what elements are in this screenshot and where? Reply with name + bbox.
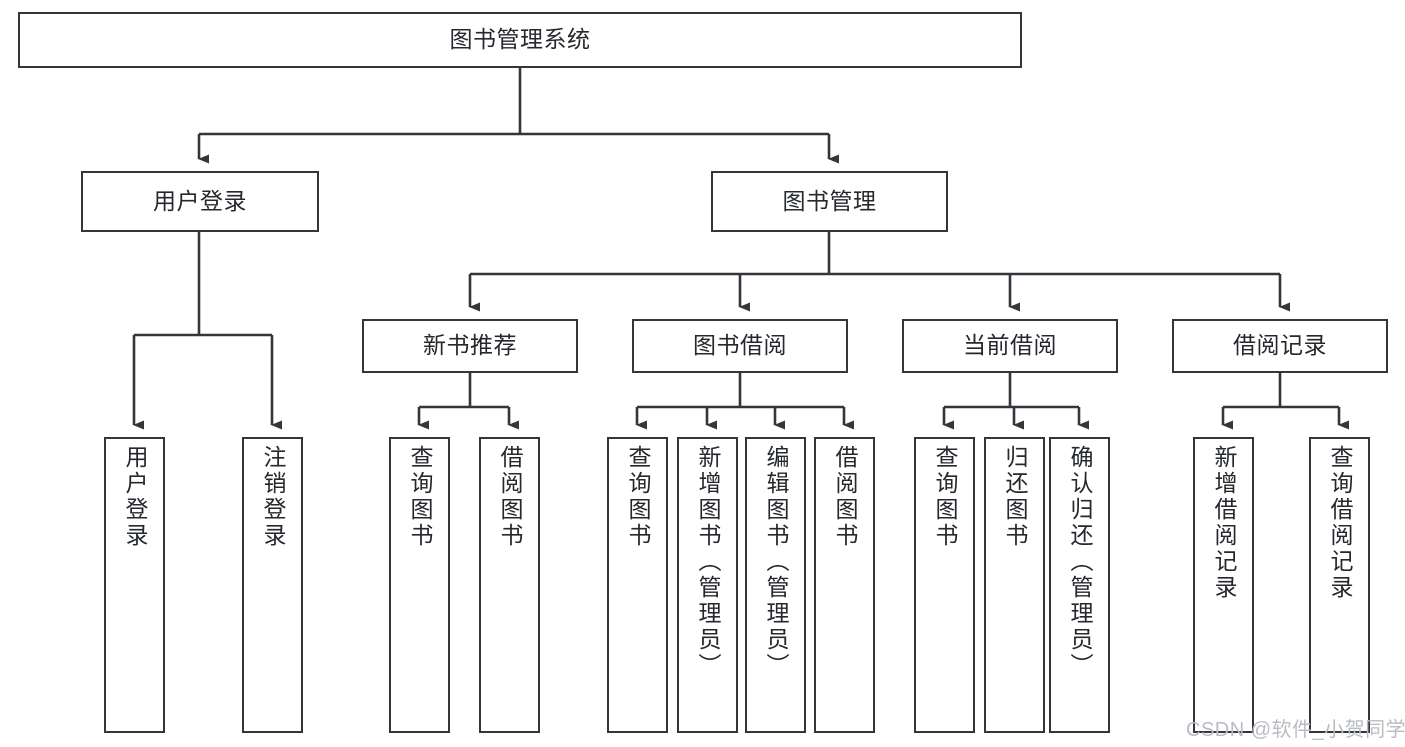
node-leaf-query-record[interactable]: 查询借阅记录 [1309,437,1370,733]
node-label-new-book-recommend: 新书推荐 [423,332,517,359]
node-label-leaf-query-book-1: 查询图书 [407,445,433,549]
node-leaf-add-record[interactable]: 新增借阅记录 [1193,437,1254,733]
node-label-leaf-return-book: 归还图书 [1002,445,1028,549]
node-label-borrow-record: 借阅记录 [1233,332,1327,359]
node-label-leaf-query-book-3: 查询图书 [932,445,958,549]
node-user-login[interactable]: 用户登录 [81,171,319,232]
node-leaf-borrow-book-2[interactable]: 借阅图书 [814,437,875,733]
node-label-leaf-confirm-return: 确认归还（管理员） [1067,445,1093,679]
node-label-leaf-logout: 注销登录 [260,445,286,549]
node-leaf-edit-book[interactable]: 编辑图书（管理员） [745,437,806,733]
node-label-root: 图书管理系统 [449,26,591,53]
node-label-leaf-add-record: 新增借阅记录 [1211,445,1237,601]
node-label-leaf-user-login: 用户登录 [122,445,148,549]
node-label-user-login: 用户登录 [153,187,247,214]
node-current-borrow[interactable]: 当前借阅 [902,319,1118,373]
node-label-leaf-query-book-2: 查询图书 [625,445,651,549]
node-book-borrow[interactable]: 图书借阅 [632,319,848,373]
node-label-leaf-borrow-book-2: 借阅图书 [832,445,858,549]
node-leaf-query-book-1[interactable]: 查询图书 [389,437,450,733]
node-label-leaf-add-book: 新增图书（管理员） [695,445,721,679]
node-label-leaf-query-record: 查询借阅记录 [1327,445,1353,601]
node-leaf-confirm-return[interactable]: 确认归还（管理员） [1049,437,1110,733]
node-root[interactable]: 图书管理系统 [18,12,1022,68]
node-leaf-query-book-3[interactable]: 查询图书 [914,437,975,733]
node-leaf-add-book[interactable]: 新增图书（管理员） [677,437,738,733]
node-label-leaf-edit-book: 编辑图书（管理员） [763,445,789,679]
node-label-current-borrow: 当前借阅 [963,332,1057,359]
csdn-watermark: CSDN @软件_小贺同学 [1186,719,1405,741]
node-label-leaf-borrow-book-1: 借阅图书 [497,445,523,549]
node-book-management[interactable]: 图书管理 [711,171,948,232]
node-leaf-user-login[interactable]: 用户登录 [104,437,165,733]
node-leaf-return-book[interactable]: 归还图书 [984,437,1045,733]
node-new-book-recommend[interactable]: 新书推荐 [362,319,578,373]
node-leaf-query-book-2[interactable]: 查询图书 [607,437,668,733]
node-leaf-logout[interactable]: 注销登录 [242,437,303,733]
node-leaf-borrow-book-1[interactable]: 借阅图书 [479,437,540,733]
node-borrow-record[interactable]: 借阅记录 [1172,319,1388,373]
node-label-book-borrow: 图书借阅 [693,332,787,359]
node-label-book-management: 图书管理 [782,187,877,214]
